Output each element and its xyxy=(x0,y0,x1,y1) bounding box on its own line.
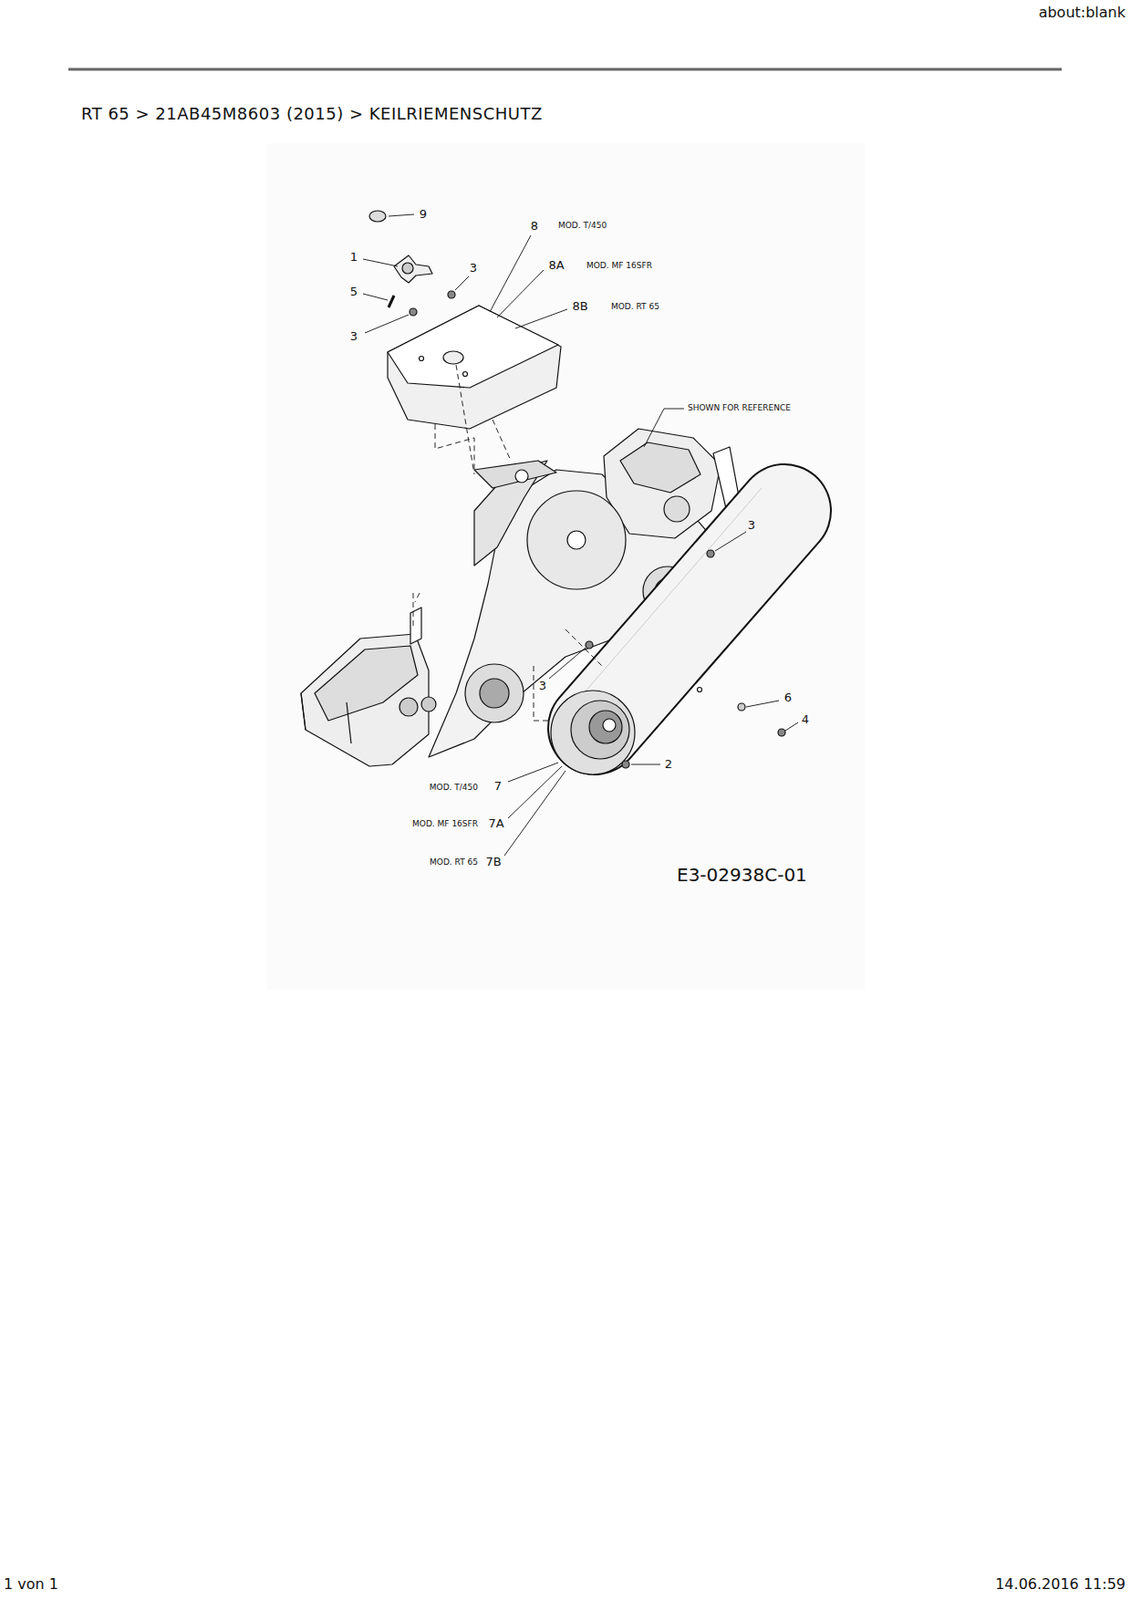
callout-number: 7A xyxy=(487,817,504,831)
callout-number: 8A xyxy=(548,259,564,272)
model-note: MOD. MF 16SFR xyxy=(412,819,478,830)
model-note: MOD. T/450 xyxy=(558,221,607,231)
callout-number: 4 xyxy=(801,713,810,727)
illustration-ground xyxy=(267,143,865,990)
callout-number: 3 xyxy=(469,261,478,275)
callout-number: 3 xyxy=(539,679,547,693)
model-note: MOD. RT 65 xyxy=(611,302,660,312)
callout-number: 2 xyxy=(664,757,673,771)
model-note: MOD. RT 65 xyxy=(429,858,478,868)
callout-number: 3 xyxy=(747,518,756,532)
breadcrumb-title: RT 65 > 21AB45M8603 (2015) > KEILRIEMENS… xyxy=(81,103,543,124)
leader-lines xyxy=(363,214,799,856)
callout-number: 7 xyxy=(494,779,502,793)
tiller-housing xyxy=(300,210,786,775)
callout-number: 8B xyxy=(571,300,588,313)
print-date: 14.06.2016 11:59 xyxy=(995,1576,1126,1593)
drawing-number: E3-02938C-01 xyxy=(676,864,808,885)
assembly-lines xyxy=(413,364,602,721)
model-note: MOD. MF 16SFR xyxy=(586,261,653,271)
callout-number: 8 xyxy=(530,219,539,233)
reference-note: SHOWN FOR REFERENCE xyxy=(687,404,791,414)
callout-number: 6 xyxy=(784,691,792,705)
model-note: MOD. T/450 xyxy=(429,783,478,793)
callout-number: 5 xyxy=(350,285,358,299)
callout-number: 9 xyxy=(419,207,427,221)
callout-number: 1 xyxy=(350,250,358,264)
callout-number: 7B xyxy=(485,855,501,869)
header-rule xyxy=(68,68,1062,72)
callout-number: 3 xyxy=(350,330,358,343)
page-count: 1 von 1 xyxy=(3,1576,59,1593)
page-url: about:blank xyxy=(1038,4,1126,21)
